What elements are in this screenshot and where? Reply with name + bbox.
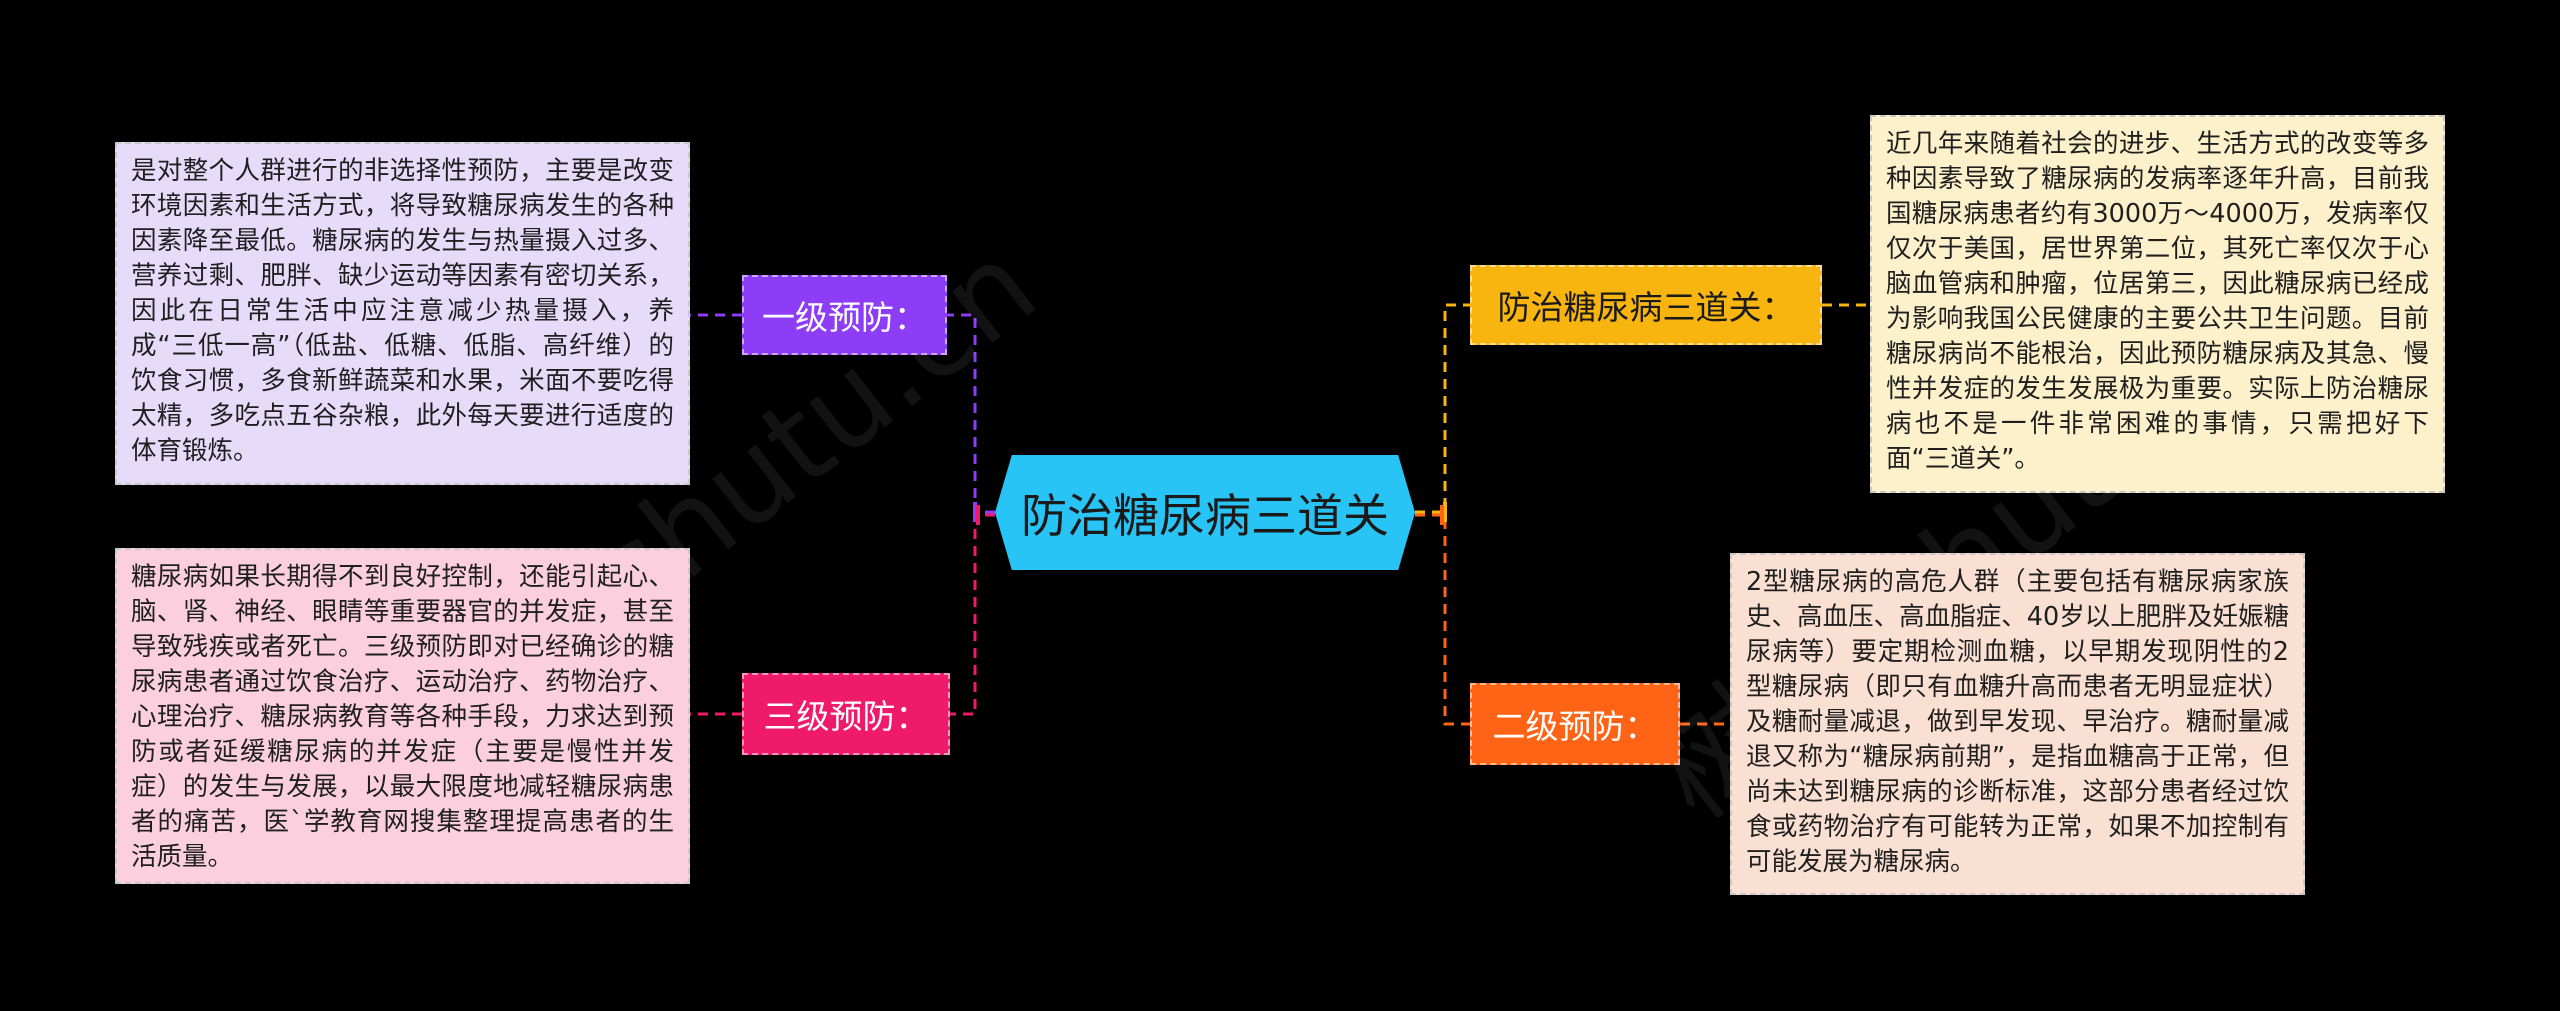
- note-level1-prevention[interactable]: 是对整个人群进行的非选择性预防，主要是改变环境因素和生活方式，将导致糖尿病发生的…: [115, 142, 690, 485]
- note-intro[interactable]: 近几年来随着社会的进步、生活方式的改变等多种因素导致了糖尿病的发病率逐年升高，目…: [1870, 115, 2445, 493]
- connector-level2: [1415, 513, 1730, 726]
- connector-level3: [690, 513, 995, 716]
- connector-level1: [690, 313, 995, 514]
- note-level2-prevention[interactable]: 2型糖尿病的高危人群（主要包括有糖尿病家族史、高血压、高血脂症、40岁以上肥胖及…: [1730, 553, 2305, 895]
- branch-level1-prevention[interactable]: 一级预防：: [742, 275, 947, 355]
- branch-level2-prevention[interactable]: 二级预防：: [1470, 683, 1680, 765]
- connector-intro: [1415, 303, 1870, 514]
- central-topic[interactable]: 防治糖尿病三道关: [995, 455, 1415, 570]
- branch-intro[interactable]: 防治糖尿病三道关：: [1470, 265, 1822, 345]
- branch-level3-prevention[interactable]: 三级预防：: [742, 673, 950, 755]
- note-level3-prevention[interactable]: 糖尿病如果长期得不到良好控制，还能引起心、脑、肾、神经、眼睛等重要器官的并发症，…: [115, 548, 690, 884]
